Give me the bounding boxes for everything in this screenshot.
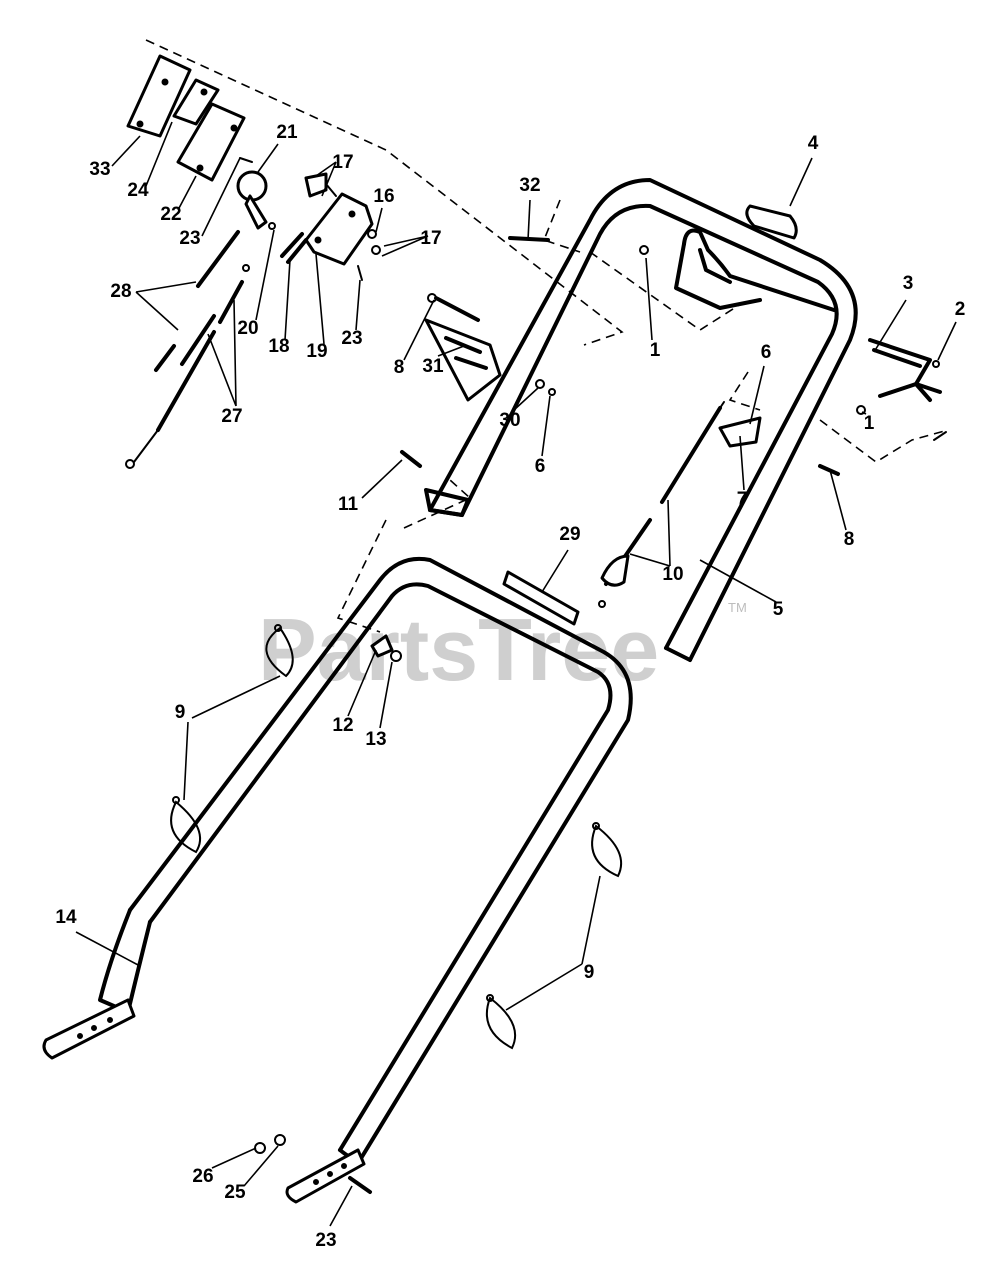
callout-10: 10	[662, 564, 683, 585]
callout-12: 12	[332, 715, 353, 736]
callout-17: 17	[420, 228, 441, 249]
callout-32: 32	[519, 175, 540, 196]
watermark-trademark: TM	[728, 600, 747, 615]
upper-handle	[424, 178, 858, 662]
callout-8: 8	[844, 529, 855, 550]
callout-23: 23	[341, 328, 362, 349]
callout-19: 19	[306, 341, 327, 362]
cable-guide	[424, 293, 502, 402]
lower-handle	[42, 557, 633, 1204]
lever-assembly	[868, 338, 947, 441]
callout-20: 20	[237, 318, 258, 339]
callout-17: 17	[332, 152, 353, 173]
callout-16: 16	[373, 186, 394, 207]
callout-26: 26	[192, 1166, 213, 1187]
control-cable	[598, 401, 762, 608]
grip	[745, 204, 798, 240]
callout-4: 4	[808, 133, 819, 154]
callout-29: 29	[559, 524, 580, 545]
callout-24: 24	[127, 180, 149, 201]
callout-6: 6	[761, 342, 772, 363]
leader-lines	[75, 121, 957, 1227]
callout-18: 18	[268, 336, 289, 357]
callout-31: 31	[422, 356, 444, 377]
callout-30: 30	[499, 410, 520, 431]
callout-9: 9	[175, 702, 186, 723]
callout-22: 22	[160, 204, 181, 225]
callout-21: 21	[276, 122, 298, 143]
callout-3: 3	[903, 273, 914, 294]
assembly-dashed-lines	[145, 39, 949, 633]
callout-2: 2	[955, 299, 966, 320]
callout-1: 1	[864, 413, 875, 434]
callout-11: 11	[338, 494, 359, 515]
hardware	[254, 236, 866, 1194]
callout-13: 13	[365, 729, 386, 750]
exploded-switch-parts	[125, 54, 381, 469]
callout-33: 33	[89, 159, 110, 180]
callout-23: 23	[315, 1230, 336, 1251]
callout-5: 5	[773, 599, 784, 620]
callout-8: 8	[394, 357, 405, 378]
callout-9: 9	[584, 962, 595, 983]
callout-23: 23	[179, 228, 200, 249]
callout-25: 25	[224, 1182, 246, 1203]
cable-ties	[170, 624, 623, 1050]
callout-14: 14	[55, 907, 77, 928]
callout-6: 6	[535, 456, 546, 477]
callout-27: 27	[221, 406, 242, 427]
callout-7: 7	[737, 489, 748, 510]
callout-28: 28	[110, 281, 131, 302]
callout-1: 1	[650, 340, 661, 361]
